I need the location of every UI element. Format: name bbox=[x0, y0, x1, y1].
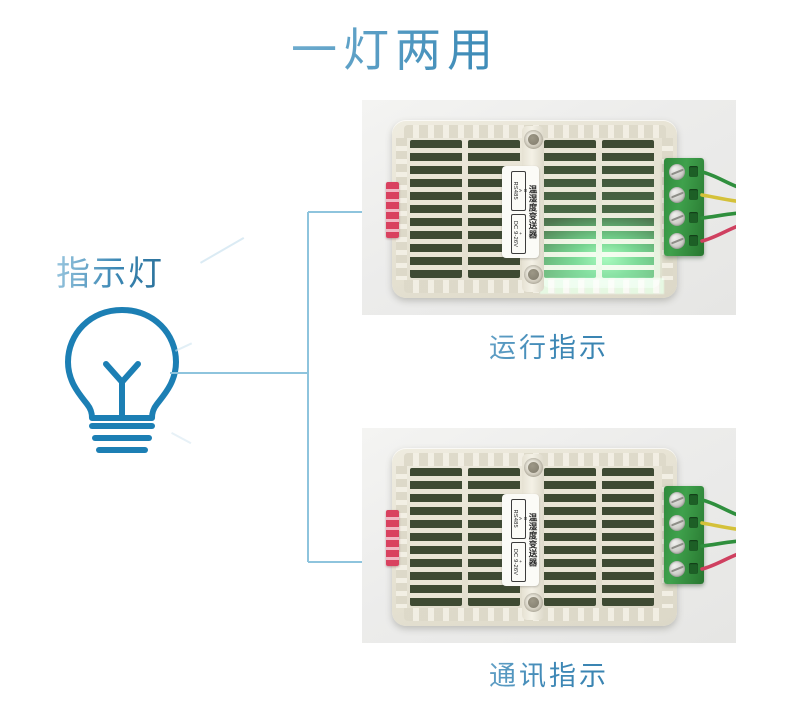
pin-b: B bbox=[523, 516, 528, 521]
page-title: 一灯两用 bbox=[0, 22, 790, 78]
terminal-screw-icon bbox=[669, 210, 685, 226]
pin-minus: - bbox=[523, 232, 528, 235]
device-label-boxes: RS485 B A DC 9-26V - + bbox=[511, 497, 528, 583]
device-label-title: 温湿度变送器 bbox=[528, 513, 538, 567]
terminal-slot-icon bbox=[689, 189, 698, 200]
label-rs485-text: RS485 bbox=[512, 181, 518, 200]
pin-a: A bbox=[518, 188, 523, 193]
led-glow-hotspot bbox=[538, 215, 662, 287]
terminal-slot-icon bbox=[689, 166, 698, 177]
label-power-pins: - + bbox=[518, 217, 528, 251]
terminal-screw-icon bbox=[669, 561, 685, 577]
device-vent-column bbox=[410, 140, 462, 278]
terminal-screw-icon bbox=[669, 538, 685, 554]
screw-boss-icon bbox=[524, 130, 543, 149]
green-terminal-block bbox=[664, 158, 704, 256]
terminal-slot-icon bbox=[689, 517, 698, 528]
device-spec-label: 温湿度变送器 RS485 B A DC 9-26V - + bbox=[502, 494, 539, 586]
label-power-text: DC 9-26V bbox=[512, 548, 518, 575]
label-rs485-pins: B A bbox=[518, 502, 528, 536]
terminal-screw-icon bbox=[669, 187, 685, 203]
device-label-title: 温湿度变送器 bbox=[528, 185, 538, 239]
pin-plus: + bbox=[518, 560, 523, 563]
device-vent-column bbox=[410, 468, 462, 606]
green-terminal-block bbox=[664, 486, 704, 584]
screw-boss-icon bbox=[524, 265, 543, 284]
device-photo-running: 温湿度变送器 RS485 B A DC 9-26V - + bbox=[362, 100, 736, 315]
pin-a: A bbox=[518, 516, 523, 521]
device-vent-column bbox=[544, 468, 596, 606]
wire-harness bbox=[700, 498, 736, 571]
device-vent-column bbox=[602, 468, 654, 606]
device-photo-communication: 温湿度变送器 RS485 B A DC 9-26V - + bbox=[362, 428, 736, 643]
screw-boss-icon bbox=[524, 458, 543, 477]
terminal-slot-icon bbox=[689, 563, 698, 574]
terminal-slot-icon bbox=[689, 494, 698, 505]
indicator-light-label: 指示灯 bbox=[56, 252, 164, 296]
label-rs485-pins: B A bbox=[518, 174, 528, 208]
wire-harness bbox=[700, 170, 736, 243]
device-label-box-power: DC 9-26V - + bbox=[511, 541, 528, 582]
pin-b: B bbox=[523, 188, 528, 193]
device-label-box-rs485: RS485 B A bbox=[511, 498, 528, 539]
device-teeth-left-icon bbox=[396, 466, 407, 608]
pin-minus: - bbox=[523, 560, 528, 563]
device-label-boxes: RS485 B A DC 9-26V - + bbox=[511, 169, 528, 255]
terminal-slot-icon bbox=[689, 235, 698, 246]
lightbulb-icon bbox=[52, 302, 192, 464]
device-body-running: 温湿度变送器 RS485 B A DC 9-26V - + bbox=[386, 120, 736, 298]
device-teeth-left-icon bbox=[396, 138, 407, 280]
pin-plus: + bbox=[518, 232, 523, 235]
led-glow-edge bbox=[540, 278, 664, 294]
terminal-slot-icon bbox=[689, 212, 698, 223]
ray-decoration-icon bbox=[200, 237, 245, 264]
caption-communication-indicator: 通讯指示 bbox=[362, 658, 736, 694]
label-rs485-text: RS485 bbox=[512, 509, 518, 528]
terminal-slot-icon bbox=[689, 540, 698, 551]
device-label-box-power: DC 9-26V - + bbox=[511, 213, 528, 254]
label-power-pins: - + bbox=[518, 545, 528, 579]
terminal-screw-icon bbox=[669, 492, 685, 508]
pink-connector-icon bbox=[386, 510, 399, 566]
device-body-communication: 温湿度变送器 RS485 B A DC 9-26V - + bbox=[386, 448, 736, 626]
device-label-box-rs485: RS485 B A bbox=[511, 170, 528, 211]
label-power-text: DC 9-26V bbox=[512, 220, 518, 247]
terminal-screw-icon bbox=[669, 515, 685, 531]
screw-boss-icon bbox=[524, 593, 543, 612]
terminal-screw-icon bbox=[669, 233, 685, 249]
device-spec-label: 温湿度变送器 RS485 B A DC 9-26V - + bbox=[502, 166, 539, 258]
terminal-screw-icon bbox=[669, 164, 685, 180]
pink-connector-icon bbox=[386, 182, 399, 238]
caption-running-indicator: 运行指示 bbox=[362, 330, 736, 366]
